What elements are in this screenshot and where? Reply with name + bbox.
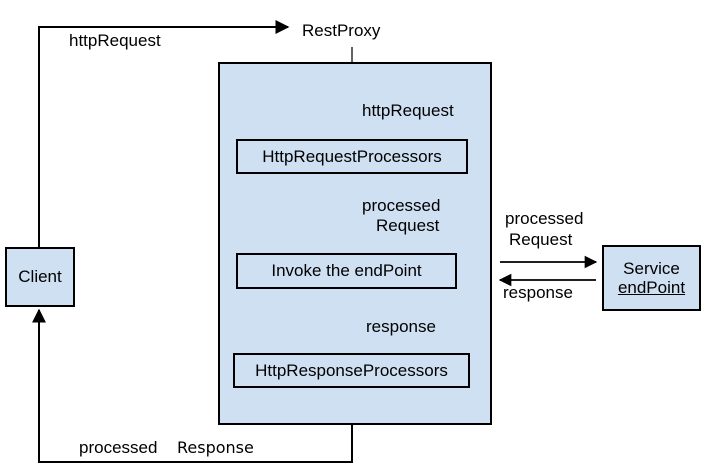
label-processed-request-line1: processed: [362, 196, 441, 215]
label-processed-response-part2: Response: [177, 438, 254, 457]
label-service-processed-request-line2: Request: [509, 230, 573, 249]
label-response-internal: response: [366, 317, 436, 336]
label-restproxy: RestProxy: [302, 21, 381, 40]
node-http-response-processors[interactable]: HttpResponseProcessors: [233, 353, 470, 388]
label-processed-request-line2: Request: [376, 216, 440, 235]
node-http-request-processors[interactable]: HttpRequestProcessors: [236, 139, 468, 174]
node-service-endpoint[interactable]: Service endPoint: [602, 245, 701, 311]
label-client-to-proxy-httprequest: httpRequest: [69, 31, 161, 50]
label-proxy-to-request-processors-httprequest: httpRequest: [362, 101, 454, 120]
node-invoke-endpoint[interactable]: Invoke the endPoint: [236, 253, 457, 289]
node-client[interactable]: Client: [5, 247, 75, 307]
label-service-processed-request-line1: processed: [505, 209, 584, 228]
label-service-response: response: [503, 283, 573, 302]
label-processed-response-part1: processed: [79, 438, 158, 457]
service-endpoint-label-line1: Service: [623, 258, 680, 278]
service-endpoint-label-line2: endPoint: [617, 278, 686, 297]
